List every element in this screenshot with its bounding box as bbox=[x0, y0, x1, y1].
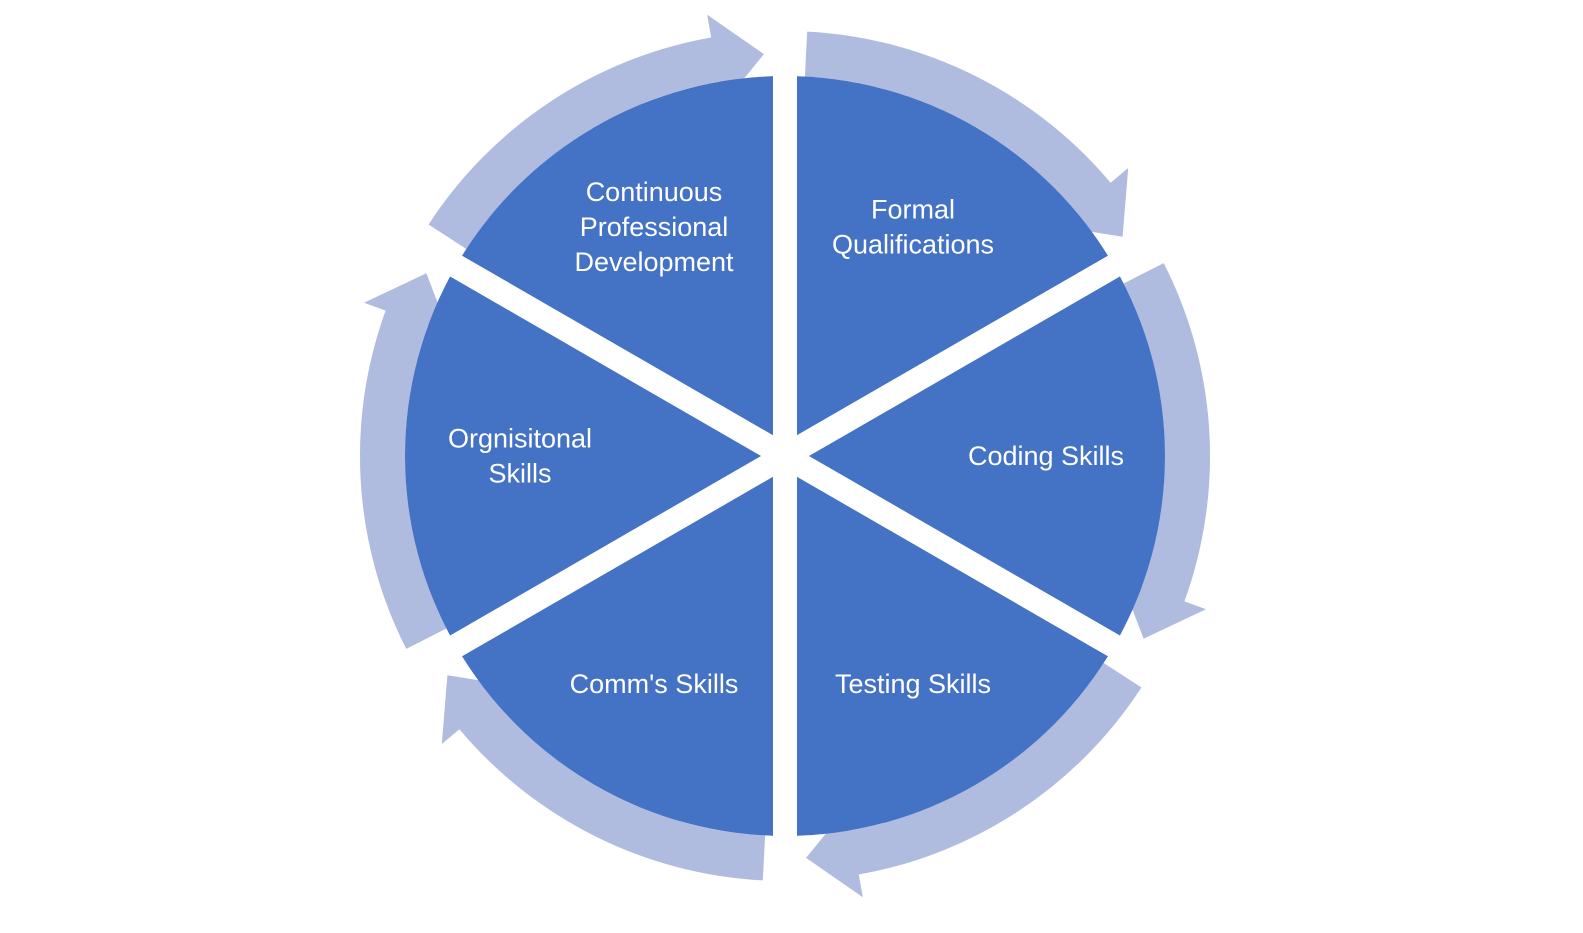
label-line: Comm's Skills bbox=[570, 669, 739, 699]
label-line: Development bbox=[574, 247, 734, 277]
segment-coding-skills bbox=[785, 266, 1166, 646]
cycle-arrow-1 bbox=[804, 31, 1129, 237]
segment-comms-skills bbox=[455, 456, 785, 836]
segment-continuous-professional-development bbox=[455, 76, 785, 456]
arrows-layer bbox=[359, 14, 1211, 898]
label-testing-skills: Testing Skills bbox=[835, 669, 991, 699]
cycle-arrow-6 bbox=[428, 14, 764, 249]
label-line: Skills bbox=[488, 459, 551, 489]
label-line: Formal bbox=[871, 195, 955, 225]
label-line: Testing Skills bbox=[835, 669, 991, 699]
segments-layer bbox=[404, 70, 1166, 842]
label-coding-skills: Coding Skills bbox=[968, 441, 1124, 471]
segment-testing-skills bbox=[785, 456, 1115, 836]
cycle-arrow-3 bbox=[806, 663, 1142, 898]
label-line: Continuous bbox=[586, 177, 723, 207]
label-line: Coding Skills bbox=[968, 441, 1124, 471]
cycle-arrow-4 bbox=[441, 675, 766, 881]
segment-formal-qualifications bbox=[785, 76, 1115, 456]
segment-divider-3 bbox=[444, 252, 1126, 660]
segment-organisational-skills bbox=[404, 266, 785, 646]
label-line: Qualifications bbox=[832, 230, 994, 260]
cycle-arrow-2 bbox=[1120, 263, 1211, 639]
label-line: Orgnisitonal bbox=[448, 424, 592, 454]
cycle-arrow-5 bbox=[359, 273, 450, 649]
label-line: Professional bbox=[580, 212, 729, 242]
label-comms-skills: Comm's Skills bbox=[570, 669, 739, 699]
